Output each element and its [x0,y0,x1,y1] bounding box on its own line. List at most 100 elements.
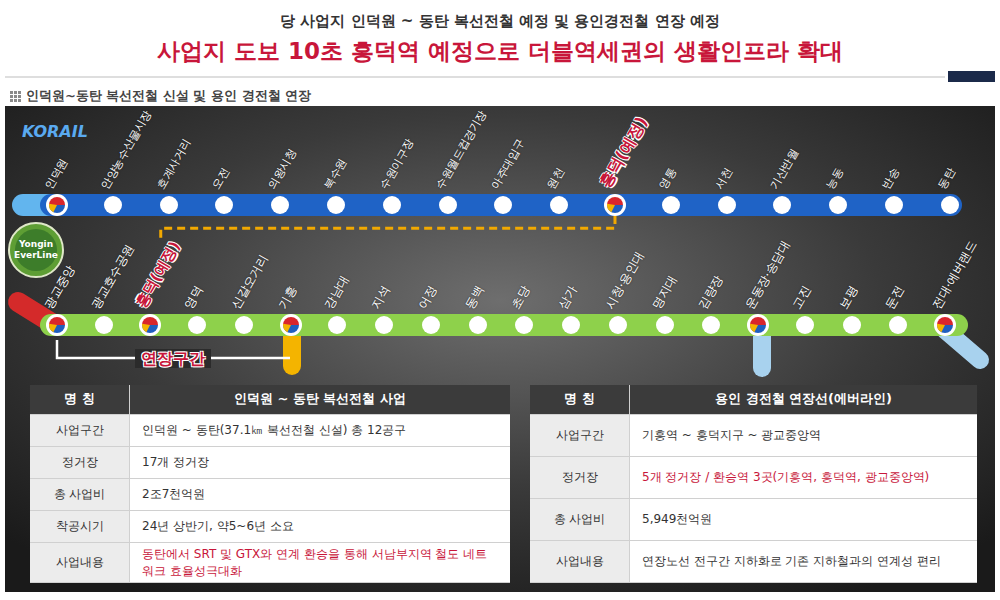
table-text: 사업내용 [56,554,104,571]
station-dot [771,194,793,216]
station-dot [939,194,961,216]
station-name: 수원월드컵경기장 [433,108,488,191]
station-stop: 고진 [790,283,816,336]
transfer-symbol [280,314,302,336]
section-icon [10,91,21,102]
table-text: 17개 정거장 [142,454,209,471]
station-stop: 보평 [836,283,862,336]
station-stop: 명지대 [649,273,679,336]
table-header-cell: 용인 경전철 연장선(에버라인) [630,385,977,415]
transfer-station: 운동장·송담대 [743,239,793,336]
table-text: 총 사업비 [554,511,606,528]
station-dot [233,314,255,336]
table-text: 사업구간 [556,427,604,444]
table-text: 총 사업비 [54,486,106,503]
table-text: 2조7천억원 [142,486,205,503]
station-name: 안양농수산물시장 [98,108,153,191]
station-stop: 삼가 [556,283,582,336]
station-stop: 광교호수공원 [88,242,136,336]
station-name: 고진 [790,283,814,311]
info-table: 명 칭 용인 경전철 연장선(에버라인) 사업구간 기흥역 ~ 흥덕지구 ~ 광교중앙… [530,385,977,583]
station-dot [716,194,738,216]
station-name: 강남대 [322,273,352,311]
station-name: 시청·용인대 [603,249,647,311]
station-dot [102,194,124,216]
station-stop: 아주대입구 [489,137,528,216]
station-dot [93,314,115,336]
table-text: 정거장 [562,469,598,486]
station-dot [887,314,909,336]
table-header-cell: 명 칭 [30,385,130,415]
station-name: 원천 [545,166,567,192]
table-header: 인덕원 ~ 동탄 복선전철 사업 [234,390,406,408]
station-name: 아주대입구 [489,137,528,191]
logo-text: KORAIL [22,122,88,141]
logo-text: Yongin EverLine [13,239,59,261]
table-text: 인덕원 ~ 동탄(37.1㎞ 복선전철 신설) 총 12공구 [142,422,406,439]
table-text: 착공시기 [56,518,104,535]
transfer-symbol [139,314,161,336]
station-name: 흥덕(예정) [132,238,184,311]
everline-logo [9,223,63,277]
table-header-cell: 인덕원 ~ 동탄 복선전철 사업 [130,385,510,415]
station-name: 동탄 [935,166,957,192]
station-dot [325,194,347,216]
transfer-station: 흥덕(예정) [132,238,184,336]
table-cell: 기흥역 ~ 흥덕지구 ~ 광교중앙역 [630,415,977,457]
table-cell: 사업구간 [530,415,630,457]
everline-bar [40,314,968,336]
transfer-symbol [747,314,769,336]
station-stop: 능동 [824,166,849,216]
table-header: 명 칭 [564,390,595,408]
station-dot [420,314,442,336]
station-name: 초당 [509,283,533,311]
station-name: 광교호수공원 [88,242,136,312]
station-stop: 안양농수산물시장 [98,108,153,216]
station-name: 운동장·송담대 [743,239,793,312]
table-text: 5개 정거장 / 환승역 3곳(기흥역, 흥덕역, 광교중앙역) [642,469,929,486]
station-name: 기흥 [275,283,299,311]
station-name: 기산반월 [768,146,801,191]
station-stop: 원천 [545,166,570,216]
station-dot [326,314,348,336]
transfer-station: 흥덕(예정) [595,114,651,216]
station-dot [607,314,629,336]
station-dot [213,194,235,216]
station-name: 보평 [836,283,860,311]
table-text: 기흥역 ~ 흥덕지구 ~ 광교중앙역 [642,427,821,444]
station-stop: 초당 [509,283,535,336]
table-header: 용인 경전철 연장선(에버라인) [715,390,892,408]
table-cell: 총 사업비 [30,479,130,511]
table-cell: 정거장 [530,457,630,499]
transfer-symbol [934,314,956,336]
station-dot [492,194,514,216]
station-stop: 의왕시청 [266,146,299,216]
table-cell: 사업구간 [30,415,130,447]
transfer-station: 전대·에버랜드 [930,239,980,336]
station-name: 오전 [210,166,232,192]
station-stop: 신갈오거리 [229,252,271,336]
station-name: 인덕원 [43,156,71,191]
table-cell: 착공시기 [30,511,130,543]
header-rule [5,77,945,78]
station-stop: 서천 [712,166,737,216]
station-dot [560,314,582,336]
transfer-station: 인덕원 [43,156,71,216]
table-text: 사업내용 [556,553,604,570]
table-text: 동탄에서 SRT 및 GTX와 연계 환승을 통해 서남부지역 철도 네트워크 … [142,546,498,580]
station-name: 광교중앙 [42,263,78,312]
headline: 사업지 도보 10초 흥덕역 예정으로 더블역세권의 생활인프라 확대 [0,38,1000,66]
section-heading: 인덕원~동탄 복선전철 신설 및 용인 경전철 연장 [26,88,311,104]
station-name: 반송 [880,166,902,192]
station-name: 신갈오거리 [229,252,271,311]
station-dot [660,194,682,216]
station-dot [186,314,208,336]
subtitle: 당 사업지 인덕원 ~ 동탄 복선전철 예정 및 용인경전철 연장 예정 [0,12,1000,30]
station-stop: 영덕 [182,283,208,336]
table-cell: 17개 정거장 [130,447,510,479]
station-dot [381,194,403,216]
station-stop: 동백 [462,283,488,336]
transfer-link [161,216,615,238]
